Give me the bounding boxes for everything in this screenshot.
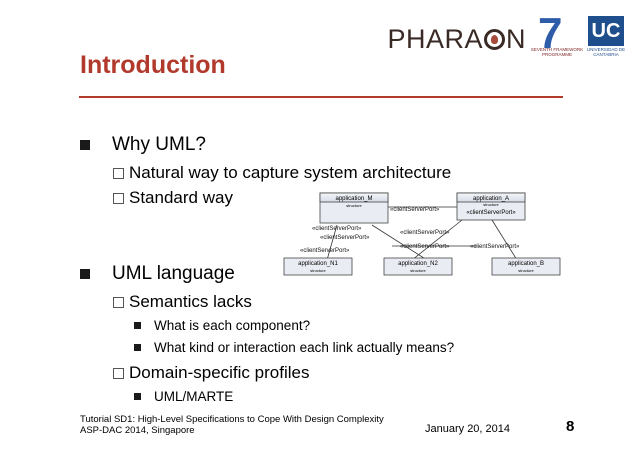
- port-label: «clientServerPort»: [400, 230, 450, 236]
- component-name: application_N1: [298, 261, 338, 267]
- fp7-text: SEVENTH FRAMEWORK PROGRAMME: [530, 47, 584, 57]
- checkbox-bullet-icon: [113, 296, 124, 308]
- sub-bullet: Natural way to capture system architectu…: [113, 163, 451, 183]
- bullet-uml-language: UML language: [80, 263, 235, 285]
- sub-bullet: Standard way: [113, 188, 233, 208]
- component-name: application_B: [508, 261, 544, 267]
- uc-text: UNIVERSIDAD DE CANTABRIA: [586, 47, 626, 57]
- page-number: 8: [566, 418, 575, 435]
- fp7-logo: 7 SEVENTH FRAMEWORK PROGRAMME: [531, 9, 583, 63]
- component-stereotype: structure: [346, 203, 362, 208]
- title-divider: [79, 96, 563, 98]
- checkbox-bullet-icon: [113, 367, 124, 379]
- footer-line-2: ASP-DAC 2014, Singapore: [80, 425, 195, 436]
- port-label: «clientServerPort»: [390, 207, 440, 213]
- sub-bullet-text: Domain-specific profiles: [129, 363, 310, 382]
- pharaon-eye-icon: [484, 28, 505, 50]
- component-application-m: application_M structure: [319, 192, 389, 224]
- square-bullet-icon: [134, 344, 141, 351]
- bullet-text: UML language: [112, 263, 235, 284]
- component-application-a: application_A structure «clientServerPor…: [456, 192, 526, 221]
- port-label: «clientServerPort»: [300, 248, 350, 254]
- component-stereotype: structure: [410, 268, 426, 273]
- slide-title: Introduction: [80, 51, 226, 79]
- sub-bullet: Semantics lacks: [113, 292, 252, 312]
- component-name: application_N2: [398, 261, 438, 267]
- footer-line-1: Tutorial SD1: High-Level Specifications …: [80, 414, 384, 425]
- checkbox-bullet-icon: [113, 192, 124, 204]
- component-stereotype: structure: [518, 268, 534, 273]
- sub-sub-bullet-text: What kind or interaction each link actua…: [154, 340, 455, 355]
- component-stereotype: structure: [483, 202, 499, 207]
- uml-component-diagram: application_M structure application_A st…: [283, 192, 561, 276]
- sub-sub-bullet: What kind or interaction each link actua…: [134, 340, 454, 355]
- sub-bullet-text: Standard way: [129, 188, 233, 207]
- sub-sub-bullet-text: What is each component?: [154, 318, 311, 333]
- pharaon-logo-suffix: N: [506, 23, 526, 54]
- square-bullet-icon: [80, 140, 90, 150]
- sub-sub-bullet: UML/MARTE: [134, 389, 233, 404]
- fp7-mark: 7: [538, 9, 563, 58]
- component-stereotype: structure: [310, 268, 326, 273]
- footer-date: January 20, 2014: [425, 423, 511, 435]
- sub-sub-bullet-text: UML/MARTE: [154, 389, 234, 404]
- port-label: «clientServerPort»: [400, 244, 450, 250]
- logo-bar: PHARA N 7 SEVENTH FRAMEWORK PROGRAMME UC …: [387, 9, 626, 64]
- port-label: «clientServerPort»: [470, 244, 520, 250]
- component-name: application_A: [473, 196, 509, 202]
- pharaon-logo-prefix: PHARA: [387, 23, 483, 54]
- port-label: «clientServerPort»: [320, 235, 370, 241]
- component-application-n2: application_N2 structure: [383, 257, 453, 276]
- footer-tutorial-info: Tutorial SD1: High-Level Specifications …: [80, 414, 384, 436]
- pharaon-logo: PHARA N: [387, 24, 526, 55]
- uc-mark: UC: [588, 16, 624, 46]
- square-bullet-icon: [134, 393, 141, 400]
- sub-bullet-text: Semantics lacks: [129, 292, 252, 311]
- square-bullet-icon: [80, 269, 90, 279]
- checkbox-bullet-icon: [113, 167, 124, 179]
- uc-logo: UC UNIVERSIDAD DE CANTABRIA: [586, 16, 626, 62]
- component-name: application_M: [335, 196, 372, 202]
- sub-bullet-text: Natural way to capture system architectu…: [129, 163, 452, 182]
- component-application-n1: application_N1 structure: [283, 257, 353, 276]
- bullet-why-uml: Why UML?: [80, 134, 206, 156]
- sub-bullet: Domain-specific profiles: [113, 363, 309, 383]
- square-bullet-icon: [134, 322, 141, 329]
- port-label: «clientServerPort»: [312, 226, 362, 232]
- component-port-label: «clientServerPort»: [466, 210, 516, 216]
- component-application-b: application_B structure: [491, 257, 561, 276]
- bullet-text: Why UML?: [112, 134, 206, 155]
- sub-sub-bullet: What is each component?: [134, 318, 310, 333]
